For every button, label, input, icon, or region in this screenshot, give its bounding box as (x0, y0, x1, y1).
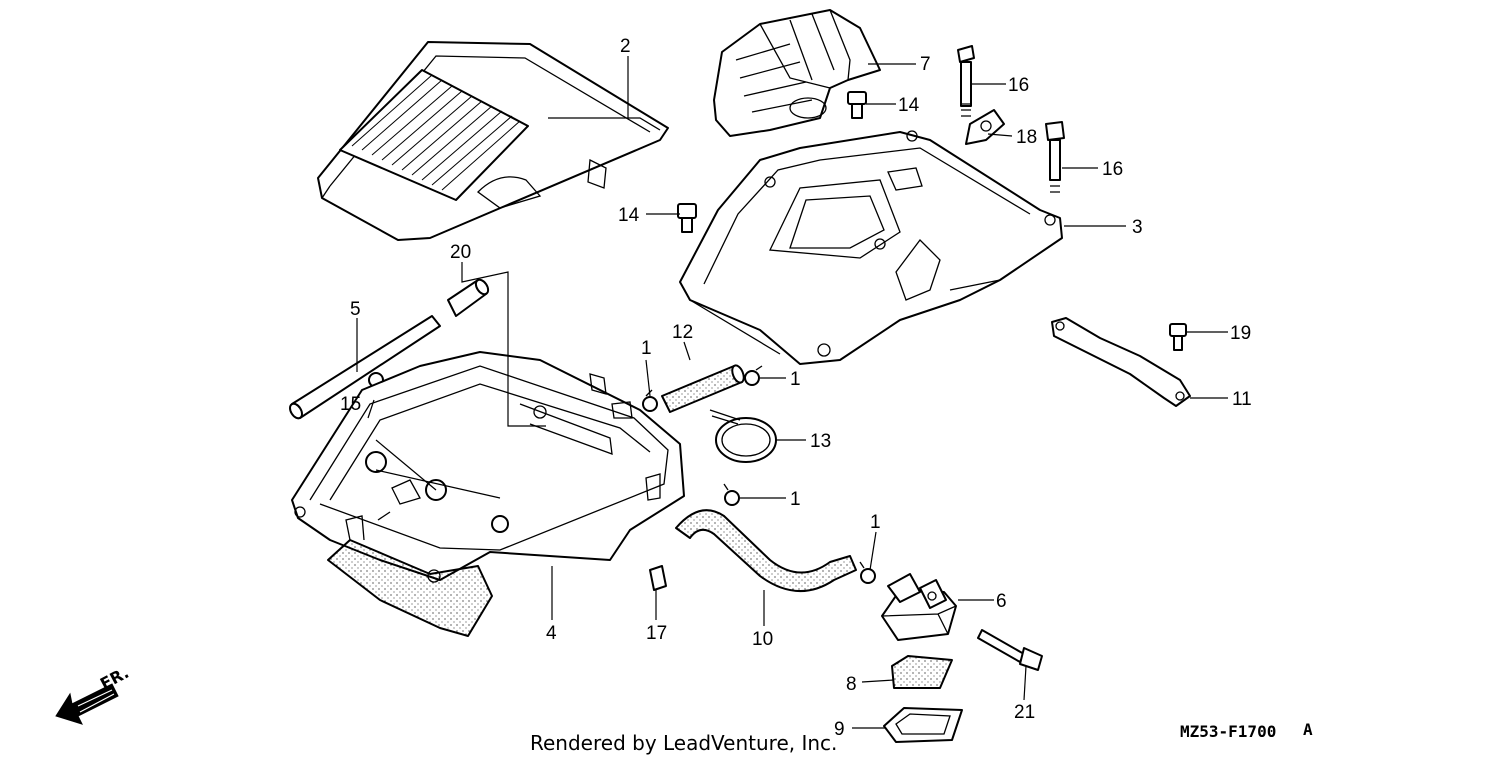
front-arrow-icon (55, 683, 119, 725)
stay-11-part[interactable] (1051, 317, 1191, 407)
clamp-1a-part[interactable] (642, 389, 658, 412)
hose-12-part[interactable] (661, 364, 746, 413)
callout-17[interactable]: 17 (646, 623, 667, 644)
plug-17-part[interactable] (649, 565, 667, 591)
clamp-1c-part[interactable] (723, 483, 740, 506)
callout-1-upper-left[interactable]: 1 (641, 338, 652, 359)
callout-14-left[interactable]: 14 (618, 205, 640, 226)
callout-1-lower[interactable]: 1 (870, 512, 881, 533)
callout-1-middle[interactable]: 1 (790, 489, 801, 510)
tube-5-part[interactable] (288, 315, 441, 420)
callout-labels: 2 7 16 14 18 16 14 3 20 5 12 1 1 15 19 1… (340, 36, 1252, 740)
bolt-14b-part[interactable] (677, 203, 697, 233)
band-13-part[interactable] (709, 409, 777, 463)
front-direction-arrow: FR. (55, 663, 132, 725)
callout-6[interactable]: 6 (996, 591, 1007, 612)
callout-14-top[interactable]: 14 (898, 95, 920, 116)
drain-plug-6-part[interactable] (881, 573, 957, 641)
callout-21[interactable]: 21 (1014, 702, 1035, 723)
cap-9-part[interactable] (883, 707, 963, 743)
callout-11[interactable]: 11 (1232, 389, 1252, 410)
callout-13[interactable]: 13 (810, 431, 831, 452)
callout-15[interactable]: 15 (340, 394, 361, 415)
callout-10[interactable]: 10 (752, 629, 773, 650)
callout-9[interactable]: 9 (834, 719, 845, 740)
callout-2[interactable]: 2 (620, 36, 631, 57)
clamp-1b-part[interactable] (744, 365, 763, 386)
callout-5[interactable]: 5 (350, 299, 361, 320)
callout-19[interactable]: 19 (1230, 323, 1251, 344)
bolt-16b-part[interactable] (1045, 121, 1065, 193)
leader-lines (356, 56, 1228, 729)
callout-7[interactable]: 7 (920, 54, 931, 75)
render-credit: Rendered by LeadVenture, Inc. (530, 731, 837, 755)
diagram-code: MZ53-F1700 (1180, 722, 1276, 741)
callout-8[interactable]: 8 (846, 674, 857, 695)
callout-18[interactable]: 18 (1016, 127, 1037, 148)
bolt-19-part[interactable] (1169, 323, 1187, 351)
drain-hose-10-part[interactable] (675, 509, 857, 592)
clamp-1d-part[interactable] (859, 561, 876, 584)
diagram-suffix: A (1303, 720, 1313, 739)
callout-12[interactable]: 12 (672, 322, 693, 343)
bolt-21-part[interactable] (977, 629, 1043, 671)
callout-20[interactable]: 20 (450, 242, 471, 263)
air-cleaner-cover-part[interactable] (317, 41, 669, 241)
callout-16-mid[interactable]: 16 (1102, 159, 1123, 180)
bolt-16a-part[interactable] (957, 45, 975, 117)
callout-1-upper-right[interactable]: 1 (790, 369, 801, 390)
air-cleaner-case-top-part[interactable] (679, 130, 1063, 365)
clip-18-part[interactable] (965, 109, 1005, 145)
callout-16-top[interactable]: 16 (1008, 75, 1029, 96)
grommet-20-part[interactable] (447, 278, 491, 317)
callout-3[interactable]: 3 (1132, 217, 1143, 238)
seal-8-part[interactable] (891, 655, 953, 689)
callout-4[interactable]: 4 (546, 623, 557, 644)
intake-duct-part[interactable] (713, 9, 881, 137)
bolt-14a-part[interactable] (847, 91, 867, 119)
